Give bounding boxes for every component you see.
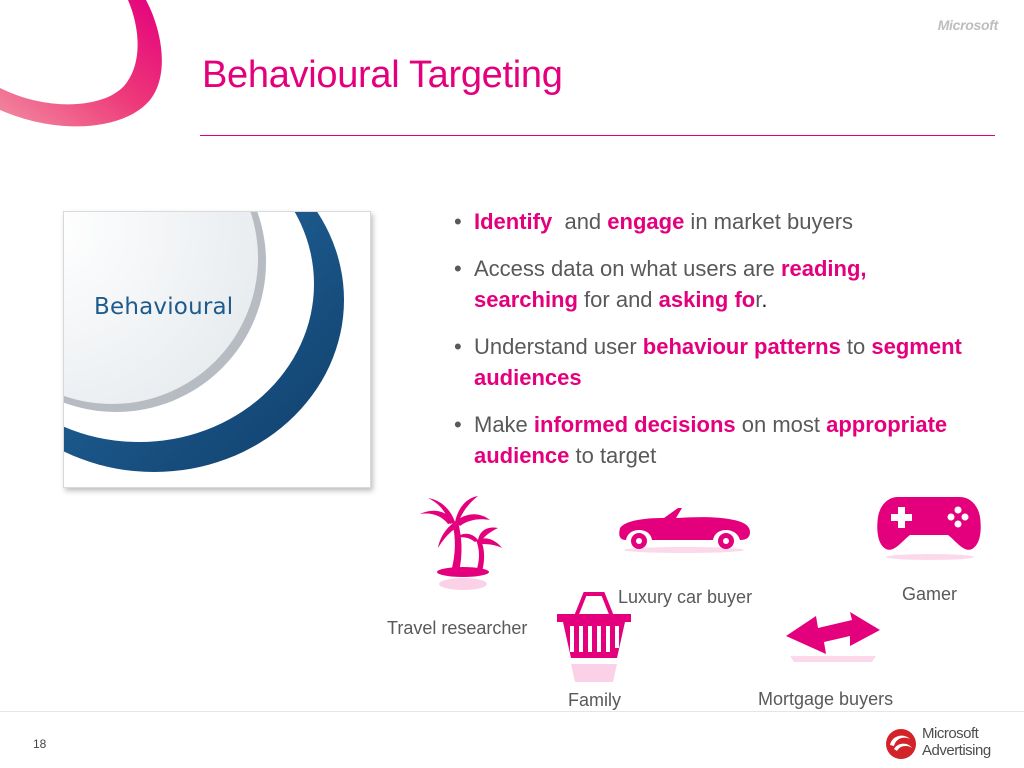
bullet-text-span: and xyxy=(552,209,608,234)
bullet-text-span: engage xyxy=(607,209,685,234)
bullet-text-span: Understand user xyxy=(474,334,643,359)
bullet-text-span: for and xyxy=(577,287,659,312)
segment-label-car: Luxury car buyer xyxy=(618,587,753,607)
palm-trees-icon xyxy=(418,492,504,598)
bullet-item: Make informed decisions on most appropri… xyxy=(452,409,972,471)
zigzag-arrow-icon xyxy=(780,606,884,666)
bullet-text-span: appropriate audience xyxy=(474,412,948,468)
bullet-text-span: in market buyers xyxy=(684,209,854,234)
bullet-text-span: Access data on what users are xyxy=(474,256,781,281)
segment-label-gamer: Gamer xyxy=(902,584,958,604)
bullet-text-span: r xyxy=(755,287,762,312)
behavioural-label: Behavioural xyxy=(94,294,234,320)
bullet-text-span: to target xyxy=(569,443,657,468)
shopping-basket-icon xyxy=(555,590,633,686)
bullet-text-span: behaviour patterns xyxy=(642,334,841,359)
bullet-text-span: Make xyxy=(474,412,534,437)
bullet-item: Identify and engage in market buyers xyxy=(452,206,972,237)
page-number: 18 xyxy=(33,737,47,751)
bullet-text-span: . xyxy=(761,287,768,312)
bullet-text-span: reading, searching xyxy=(474,256,867,312)
segment-label-family: Family xyxy=(568,690,621,710)
logo-text-line2: Advertising xyxy=(922,742,991,759)
bullet-text-span: on most xyxy=(735,412,827,437)
microsoft-advertising-logo: Microsoft Advertising xyxy=(884,725,1004,761)
gamepad-icon xyxy=(874,493,986,561)
title-divider xyxy=(200,135,995,136)
bullet-text-span: asking fo xyxy=(658,287,756,312)
bullet-text-span: informed decisions xyxy=(533,412,736,437)
logo-text-line1: Microsoft xyxy=(922,725,979,742)
bullet-list: Identify and engage in market buyers Acc… xyxy=(452,206,972,487)
footer-divider xyxy=(0,711,1024,712)
corner-arc-decoration xyxy=(0,0,162,127)
behavioural-swoosh-graphic xyxy=(64,212,344,472)
microsoft-advertising-swirl-icon xyxy=(886,729,916,759)
segment-label-mortgage: Mortgage buyers xyxy=(758,689,894,709)
bullet-item: Understand user behaviour patterns to se… xyxy=(452,331,972,393)
convertible-car-icon xyxy=(616,502,752,554)
microsoft-logo: Microsoft xyxy=(937,17,999,33)
slide-title: Behavioural Targeting xyxy=(202,54,563,96)
bullet-text-span: Identify xyxy=(474,209,553,234)
bullet-text-span: segment audiences xyxy=(474,334,962,390)
bullet-text-span: to xyxy=(840,334,872,359)
behavioural-image: Behavioural xyxy=(63,211,371,488)
segment-label-travel: Travel researcher xyxy=(387,618,528,638)
bullet-item: Access data on what users are reading, s… xyxy=(452,253,972,315)
